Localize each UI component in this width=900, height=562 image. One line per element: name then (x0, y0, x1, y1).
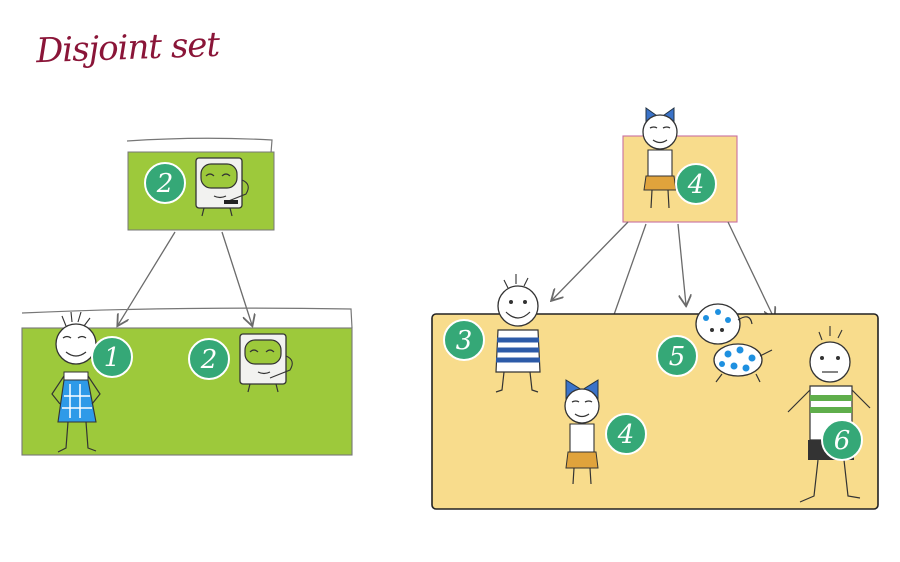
edge-right-to-3 (552, 221, 629, 300)
boy-striped-shirt-figure (495, 274, 541, 393)
badge-member-5-number: 5 (669, 342, 686, 372)
badge-left-root: 2 (144, 162, 186, 204)
badge-member-1-number: 1 (104, 343, 121, 373)
left-member-creature (239, 333, 293, 393)
badge-member-2-number: 2 (200, 345, 218, 375)
edge-right-to-6 (727, 221, 774, 318)
badge-member-2: 2 (188, 338, 230, 380)
edge-right-to-5 (677, 223, 686, 305)
edge-left-to-1 (118, 231, 176, 325)
right-root-girl-figure (642, 107, 678, 209)
girl-blue-dress-figure (51, 311, 101, 453)
edge-left-to-2 (221, 231, 252, 325)
badge-member-4: 4 (605, 413, 647, 455)
badge-member-4-number: 4 (617, 420, 635, 450)
badge-member-6-number: 6 (834, 426, 851, 456)
dotted-dog-figure (695, 303, 773, 383)
badge-member-3-number: 3 (456, 326, 473, 356)
badge-member-3: 3 (443, 319, 485, 361)
badge-right-root-number: 4 (687, 170, 705, 200)
badge-member-5: 5 (656, 335, 698, 377)
badge-member-1: 1 (91, 336, 133, 378)
edge-right-to-4 (610, 223, 647, 326)
badge-left-root-number: 2 (156, 169, 174, 199)
badge-right-root: 4 (675, 163, 717, 205)
right-members-box (431, 313, 879, 510)
left-root-creature (195, 157, 249, 217)
member-girl-blue-bow-figure (564, 379, 600, 485)
badge-member-6: 6 (821, 419, 863, 461)
